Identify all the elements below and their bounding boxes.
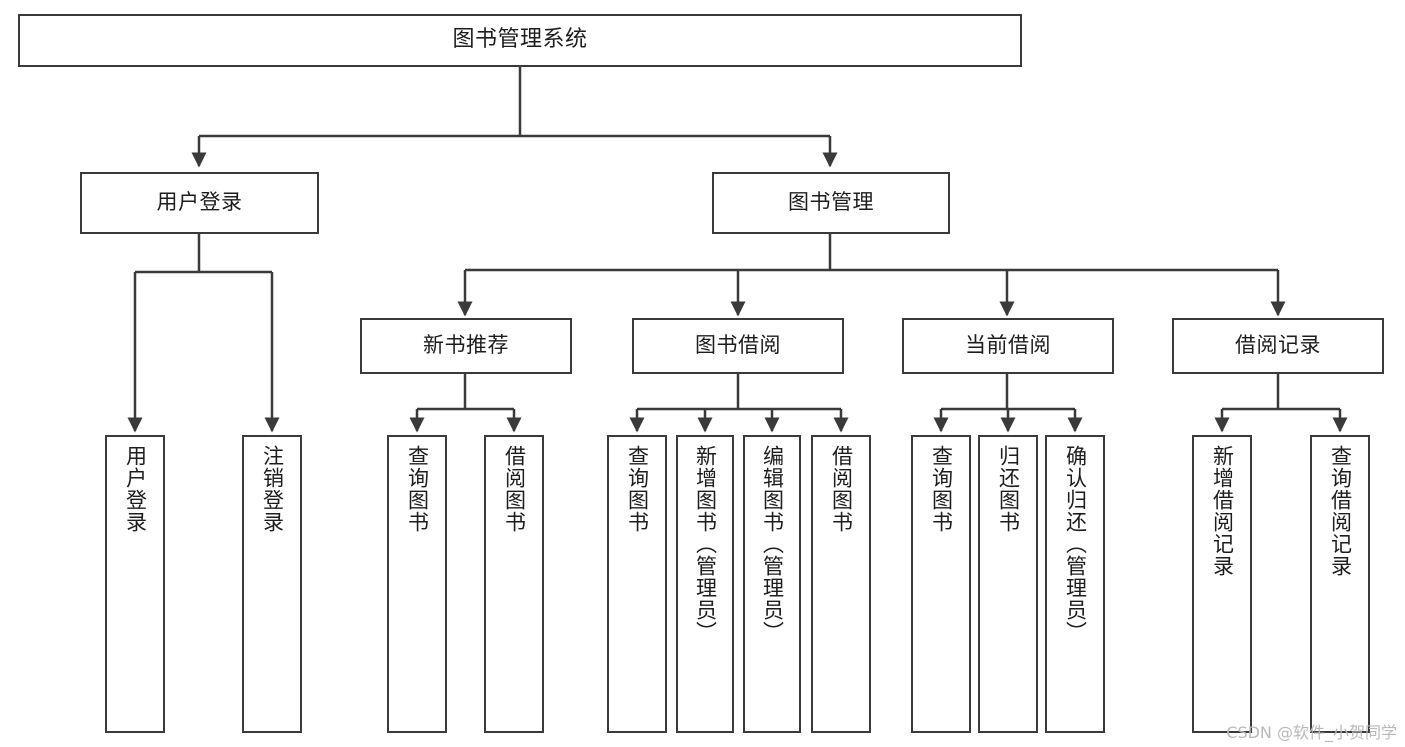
leaf-add-record[interactable]: 新增借阅记录 — [1192, 435, 1252, 733]
node-user-login[interactable]: 用户登录 — [80, 172, 319, 234]
leaf-borrow-book-1[interactable]: 借阅图书 — [484, 435, 544, 733]
leaf-query-book-2-label: 查询图书 — [625, 445, 650, 533]
leaf-logout[interactable]: 注销登录 — [242, 435, 302, 733]
node-current-borrow-label: 当前借阅 — [965, 333, 1051, 358]
leaf-query-record[interactable]: 查询借阅记录 — [1310, 435, 1370, 733]
leaf-add-record-label: 新增借阅记录 — [1210, 445, 1235, 577]
node-user-login-label: 用户登录 — [156, 190, 243, 215]
node-root[interactable]: 图书管理系统 — [18, 14, 1022, 67]
leaf-add-book-label: 新增图书（管理员） — [693, 445, 718, 643]
leaf-edit-book-label: 编辑图书（管理员） — [760, 445, 785, 643]
node-new-book-recommend-label: 新书推荐 — [423, 333, 509, 358]
node-borrow-record[interactable]: 借阅记录 — [1172, 318, 1384, 374]
leaf-query-book-1[interactable]: 查询图书 — [387, 435, 447, 733]
node-book-manage-label: 图书管理 — [788, 190, 874, 215]
leaf-query-book-1-label: 查询图书 — [405, 445, 430, 533]
leaf-add-book[interactable]: 新增图书（管理员） — [676, 435, 734, 733]
leaf-edit-book[interactable]: 编辑图书（管理员） — [743, 435, 801, 733]
node-book-borrow[interactable]: 图书借阅 — [632, 318, 844, 374]
leaf-user-login[interactable]: 用户登录 — [105, 435, 165, 733]
leaf-borrow-book-1-label: 借阅图书 — [502, 445, 527, 533]
leaf-confirm-return[interactable]: 确认归还（管理员） — [1045, 435, 1105, 733]
node-book-manage[interactable]: 图书管理 — [712, 172, 950, 234]
node-root-label: 图书管理系统 — [452, 27, 588, 53]
node-current-borrow[interactable]: 当前借阅 — [902, 318, 1114, 374]
node-borrow-record-label: 借阅记录 — [1235, 333, 1321, 358]
leaf-confirm-return-label: 确认归还（管理员） — [1063, 445, 1088, 643]
leaf-user-login-label: 用户登录 — [123, 445, 148, 533]
leaf-borrow-book-2[interactable]: 借阅图书 — [811, 435, 871, 733]
leaf-return-book[interactable]: 归还图书 — [978, 435, 1038, 733]
leaf-query-record-label: 查询借阅记录 — [1328, 445, 1353, 577]
node-new-book-recommend[interactable]: 新书推荐 — [360, 318, 572, 374]
leaf-query-book-3[interactable]: 查询图书 — [911, 435, 971, 733]
leaf-query-book-2[interactable]: 查询图书 — [607, 435, 667, 733]
csdn-watermark: CSDN @软件_小贺同学 — [1226, 723, 1397, 742]
leaf-borrow-book-2-label: 借阅图书 — [829, 445, 854, 533]
leaf-query-book-3-label: 查询图书 — [929, 445, 954, 533]
node-book-borrow-label: 图书借阅 — [695, 333, 781, 358]
leaf-logout-label: 注销登录 — [260, 445, 285, 533]
leaf-return-book-label: 归还图书 — [996, 445, 1021, 533]
